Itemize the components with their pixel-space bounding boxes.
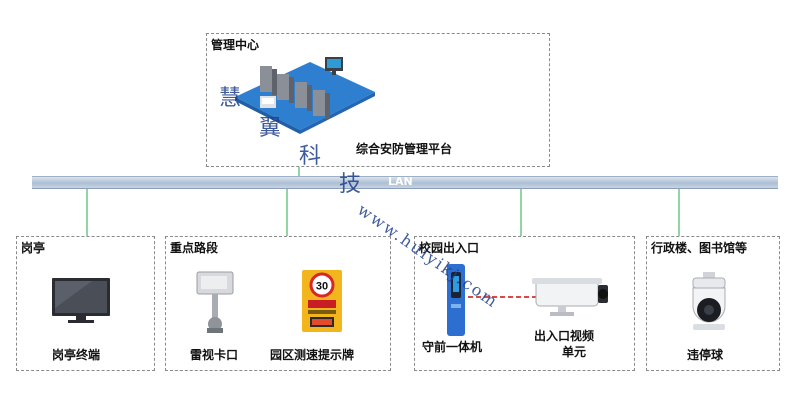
device-radar-checkpoint-label: 雷视卡口 — [190, 348, 239, 362]
device-parking-dome-label: 违停球 — [687, 348, 724, 362]
zone-booth-title: 岗亭 — [21, 241, 46, 255]
connector-management — [298, 167, 300, 176]
zone-campus-gate-title: 校园出入口 — [419, 241, 480, 255]
zone-key-road: 重点路段 — [165, 236, 391, 371]
barrier-line-icon — [468, 296, 548, 298]
platform-label: 综合安防管理平台 — [356, 142, 453, 156]
radar-camera-icon — [196, 271, 234, 333]
device-speed-sign-label: 园区测速提示牌 — [270, 348, 355, 362]
device-gate-video-label-2: 单元 — [562, 345, 587, 359]
connector-admin — [678, 189, 680, 236]
watermark-char-1: 慧 — [219, 86, 242, 111]
dome-camera-icon — [692, 272, 726, 330]
monitor-icon — [52, 278, 110, 323]
device-gate-terminal-label: 守前一体机 — [422, 340, 483, 354]
lan-bus — [32, 176, 778, 189]
device-gate-video-label-1: 出入口视频 — [534, 329, 595, 343]
management-center-title: 管理中心 — [211, 38, 260, 52]
speed-sign-value: 30 — [316, 281, 328, 293]
server-platform-icon — [235, 57, 375, 134]
watermark-char-3: 科 — [299, 144, 322, 169]
zone-key-road-title: 重点路段 — [170, 241, 219, 255]
device-booth-terminal-label: 岗亭终端 — [52, 348, 101, 362]
connector-gate — [520, 189, 522, 236]
watermark-char-2: 翼 — [259, 116, 282, 141]
lan-label: LAN — [388, 175, 413, 188]
connector-booth — [86, 189, 88, 236]
zone-admin-library-title: 行政楼、图书馆等 — [651, 241, 748, 255]
watermark-char-4: 技 — [339, 172, 362, 197]
speed-sign-icon: 30 — [302, 270, 342, 332]
connector-road — [286, 189, 288, 236]
gate-terminal-icon — [447, 264, 465, 336]
bullet-camera-icon — [532, 278, 608, 316]
